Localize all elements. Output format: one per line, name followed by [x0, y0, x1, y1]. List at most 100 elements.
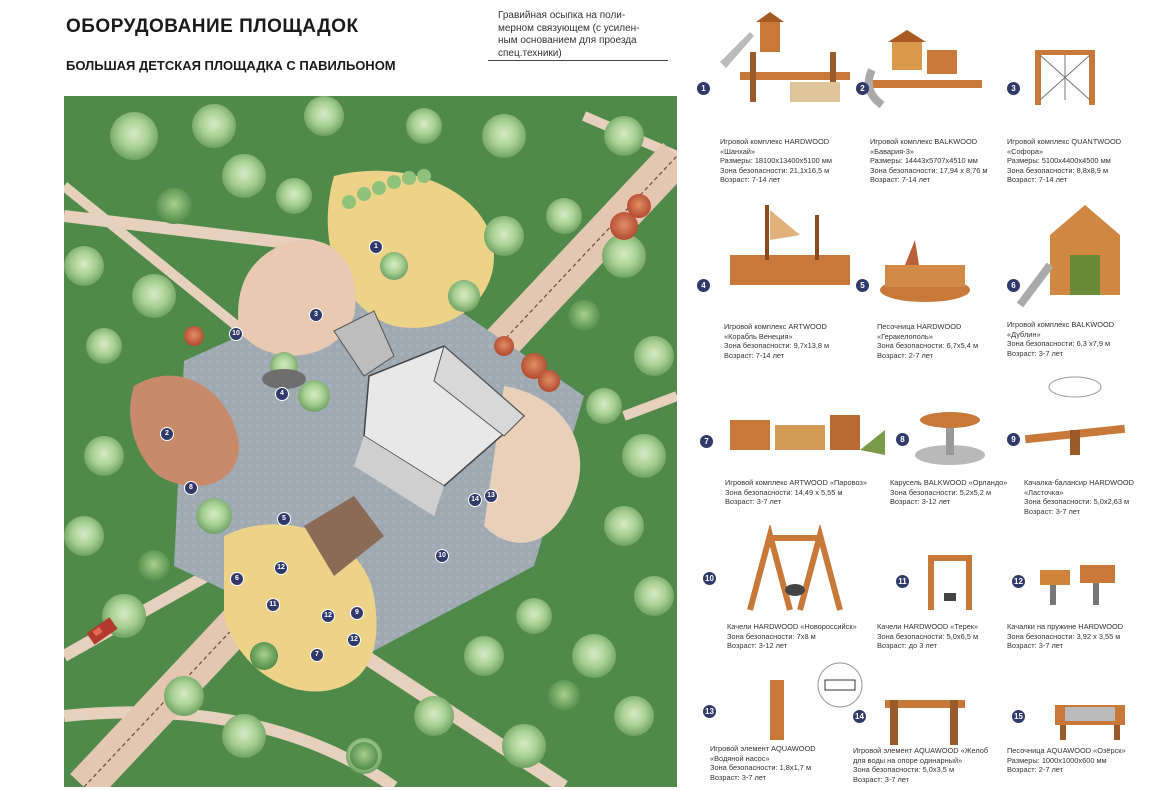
map-marker-2: 2	[160, 427, 174, 441]
equipment-9-name: «Ласточка»	[1024, 487, 1064, 497]
map-marker-5: 5	[277, 512, 291, 526]
note-line-2: мерном связующем (с усилен-	[498, 22, 640, 34]
map-marker-12a: 12	[274, 561, 288, 575]
equipment-badge-10: 10	[703, 572, 716, 585]
equipment-4-illustration	[730, 205, 850, 285]
equipment-2-age: Возраст: 7-14 лет	[870, 175, 931, 185]
equipment-12-caption: Качалки на пружине HARDWOOD Зона безопас…	[1007, 622, 1123, 651]
equipment-badge-1: 1	[697, 82, 710, 95]
equipment-6-age: Возраст: 3-7 лет	[1007, 348, 1064, 358]
equipment-9-age: Возраст: 3-7 лет	[1024, 506, 1081, 516]
equipment-14-caption: Игровой элемент AQUAWOOD «Желоб для воды…	[853, 746, 988, 784]
equipment-2-size: Размеры: 14443х5707х4510 мм	[870, 156, 978, 166]
equipment-9-zone: Зона безопасности: 5,0х2,63 м	[1024, 497, 1130, 507]
equipment-3-age: Возраст: 7-14 лет	[1007, 175, 1068, 185]
equipment-6-name: «Дублин»	[1007, 329, 1041, 339]
equipment-7-age: Возраст: 3-7 лет	[725, 497, 782, 507]
equipment-5-name: «Геракелополь»	[877, 331, 933, 341]
equipment-2-name: «Бавария-3»	[870, 146, 914, 156]
equipment-15-age: Возраст: 2-7 лет	[1007, 765, 1064, 775]
equipment-13-caption: Игровой элемент AQUAWOOD «Водяной насос»…	[710, 744, 816, 782]
equipment-badge-8: 8	[896, 433, 909, 446]
equipment-6-illustration	[1016, 205, 1120, 308]
map-marker-11: 11	[266, 598, 280, 612]
equipment-6-caption: Игровой комплекс BALKWOOD «Дублин» Зона …	[1007, 320, 1114, 358]
page-subtitle: БОЛЬШАЯ ДЕТСКАЯ ПЛОЩАДКА С ПАВИЛЬОНОМ	[66, 58, 396, 73]
map-marker-7: 7	[310, 648, 324, 662]
equipment-3-illustration	[1035, 50, 1095, 105]
map-marker-12b: 12	[321, 609, 335, 623]
equipment-3-title: Игровой комплекс QUANTWOOD	[1007, 137, 1122, 146]
equipment-15-title: Песочница AQUAWOOD «Озёрск»	[1007, 746, 1126, 755]
map-marker-6: 6	[230, 572, 244, 586]
map-marker-3: 3	[309, 308, 323, 322]
equipment-3-size: Размеры: 5100х4400х4500 мм	[1007, 156, 1111, 166]
equipment-5-title: Песочница HARDWOOD	[877, 322, 962, 331]
equipment-badge-2: 2	[856, 82, 869, 95]
equipment-13-age: Возраст: 3-7 лет	[710, 772, 767, 782]
equipment-3-name: «Софора»	[1007, 146, 1044, 156]
equipment-8-zone: Зона безопасности: 5,2х5,2 м	[890, 487, 992, 497]
equipment-12-age: Возраст: 3-7 лет	[1007, 641, 1064, 651]
equipment-badge-9: 9	[1007, 433, 1020, 446]
equipment-1-caption: Игровой комплекс HARDWOOD «Шанхай» Разме…	[720, 137, 832, 185]
equipment-1-size: Размеры: 18100х13400х5100 мм	[720, 156, 832, 166]
equipment-1-name: «Шанхай»	[720, 146, 756, 156]
equipment-14-name: для воды на опоре одинарный»	[853, 755, 963, 765]
equipment-10-caption: Качели HARDWOOD «Новороссийск» Зона безо…	[727, 622, 857, 651]
equipment-4-zone: Зона безопасности: 9,7х13,8 м	[724, 341, 830, 351]
equipment-10-zone: Зона безопасности: 7х8 м	[727, 631, 816, 641]
equipment-15-caption: Песочница AQUAWOOD «Озёрск» Размеры: 100…	[1007, 746, 1126, 775]
equipment-12-title: Качалки на пружине HARDWOOD	[1007, 622, 1124, 631]
equipment-7-zone: Зона безопасности: 14,49 х 5,55 м	[725, 487, 843, 497]
map-marker-10a: 10	[229, 327, 243, 341]
equipment-4-name: «Корабль Венеция»	[724, 331, 793, 341]
equipment-5-illustration	[880, 240, 970, 302]
equipment-4-title: Игровой комплекс ARTWOOD	[724, 322, 827, 331]
equipment-1-title: Игровой комплекс HARDWOOD	[720, 137, 830, 146]
map-marker-14: 14	[468, 493, 482, 507]
equipment-badge-4: 4	[697, 279, 710, 292]
map-marker-13: 13	[484, 489, 498, 503]
equipment-10-illustration	[747, 525, 843, 611]
equipment-13-zone: Зона безопасности: 1,8х1,7 м	[710, 763, 812, 773]
equipment-6-title: Игровой комплекс BALKWOOD	[1007, 320, 1115, 329]
equipment-badge-6: 6	[1007, 279, 1020, 292]
equipment-11-title: Качели HARDWOOD «Терек»	[877, 622, 979, 631]
map-marker-1: 1	[369, 240, 383, 254]
note-underline	[488, 60, 668, 61]
equipment-11-illustration	[928, 555, 972, 610]
equipment-1-age: Возраст: 7-14 лет	[720, 175, 781, 185]
equipment-12-illustration	[1040, 565, 1115, 605]
equipment-9-title: Качалка-балансир HARDWOOD	[1024, 478, 1134, 487]
equipment-badge-11: 11	[896, 575, 909, 588]
equipment-14-illustration	[885, 700, 965, 745]
equipment-9-illustration	[1024, 376, 1126, 455]
map-marker-8: 8	[184, 481, 198, 495]
equipment-8-caption: Карусель BALKWOOD «Орландо» Зона безопас…	[890, 478, 1007, 507]
equipment-14-age: Возраст: 3-7 лет	[853, 774, 910, 784]
equipment-14-title: Игровой элемент AQUAWOOD «Желоб	[853, 746, 989, 755]
map-marker-12c: 12	[347, 633, 361, 647]
equipment-badge-14: 14	[853, 710, 866, 723]
equipment-2-zone: Зона безопасности: 17,94 х 8,76 м	[870, 165, 988, 175]
equipment-11-zone: Зона безопасности: 5,0х6,5 м	[877, 631, 979, 641]
equipment-badge-7: 7	[700, 435, 713, 448]
equipment-3-caption: Игровой комплекс QUANTWOOD «Софора» Разм…	[1007, 137, 1121, 185]
equipment-13-name: «Водяной насос»	[710, 753, 770, 763]
map-marker-4: 4	[275, 387, 289, 401]
equipment-13-title: Игровой элемент AQUAWOOD	[710, 744, 816, 753]
equipment-badge-15: 15	[1012, 710, 1025, 723]
equipment-13-illustration	[770, 662, 863, 740]
equipment-8-title: Карусель BALKWOOD «Орландо»	[890, 478, 1008, 487]
equipment-7-caption: Игровой комплекс ARTWOOD «Паровоз» Зона …	[725, 478, 867, 507]
equipment-2-title: Игровой комплекс BALKWOOD	[870, 137, 978, 146]
equipment-3-zone: Зона безопасности: 8,8х8,9 м	[1007, 165, 1109, 175]
note-line-4: спец.техники)	[498, 47, 562, 59]
site-plan-drawing	[64, 96, 677, 787]
equipment-9-caption: Качалка-балансир HARDWOOD «Ласточка» Зон…	[1024, 478, 1134, 516]
equipment-2-illustration	[864, 30, 982, 109]
equipment-2-caption: Игровой комплекс BALKWOOD «Бавария-3» Ра…	[870, 137, 987, 185]
equipment-12-zone: Зона безопасности: 3,92 х 3,55 м	[1007, 631, 1121, 641]
equipment-badge-3: 3	[1007, 82, 1020, 95]
